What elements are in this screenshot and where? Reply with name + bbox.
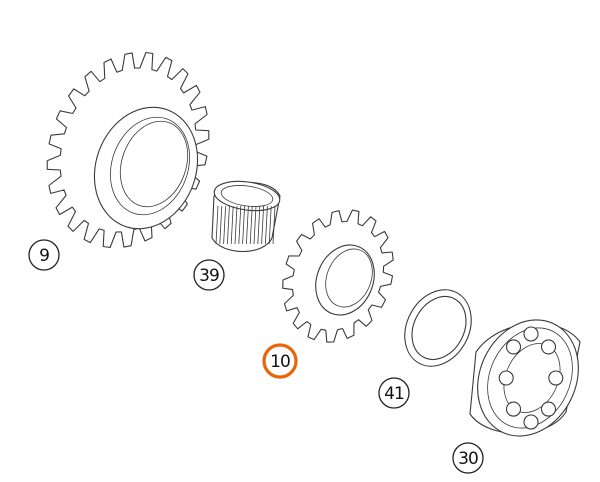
bearing-ball [523, 326, 539, 342]
needle-roller [223, 205, 226, 245]
needle-roller [257, 205, 261, 245]
needle-roller [219, 205, 223, 245]
needle-roller [249, 205, 253, 245]
callout-9[interactable]: 9 [28, 239, 60, 271]
large-gear[interactable] [46, 51, 214, 249]
needle-roller [238, 205, 242, 245]
thrust-washer[interactable] [392, 278, 484, 378]
callout-39[interactable]: 39 [193, 259, 225, 291]
small-gear[interactable] [282, 209, 394, 343]
needle-roller [242, 205, 245, 245]
callout-30[interactable]: 30 [452, 442, 484, 474]
needle-roller [253, 205, 257, 245]
bearing-ball [523, 414, 539, 430]
needle-roller [261, 205, 264, 245]
needle-roller [268, 205, 272, 245]
bearing-ball [540, 339, 557, 355]
needle-roller [246, 205, 249, 245]
bearing-ball [548, 370, 564, 386]
needle-roller [227, 205, 230, 245]
needle-roller [265, 205, 268, 245]
callout-label: 9 [39, 246, 49, 266]
bearing-ball [540, 401, 557, 417]
callout-10[interactable]: 10 [262, 343, 298, 379]
needle-bearing[interactable] [211, 178, 282, 253]
callout-label: 10 [270, 352, 290, 372]
needle-roller [272, 205, 276, 245]
bearing-ball [505, 339, 522, 355]
bearing-ball [498, 370, 514, 386]
needle-roller [230, 205, 234, 245]
needle-roller [234, 205, 238, 245]
callout-label: 41 [384, 384, 404, 404]
callout-41[interactable]: 41 [378, 377, 410, 409]
ball-bearing[interactable] [459, 303, 597, 452]
callout-label: 30 [458, 449, 478, 469]
callout-label: 39 [199, 266, 219, 286]
bearing-ball [505, 401, 522, 417]
needle-roller [215, 205, 219, 245]
